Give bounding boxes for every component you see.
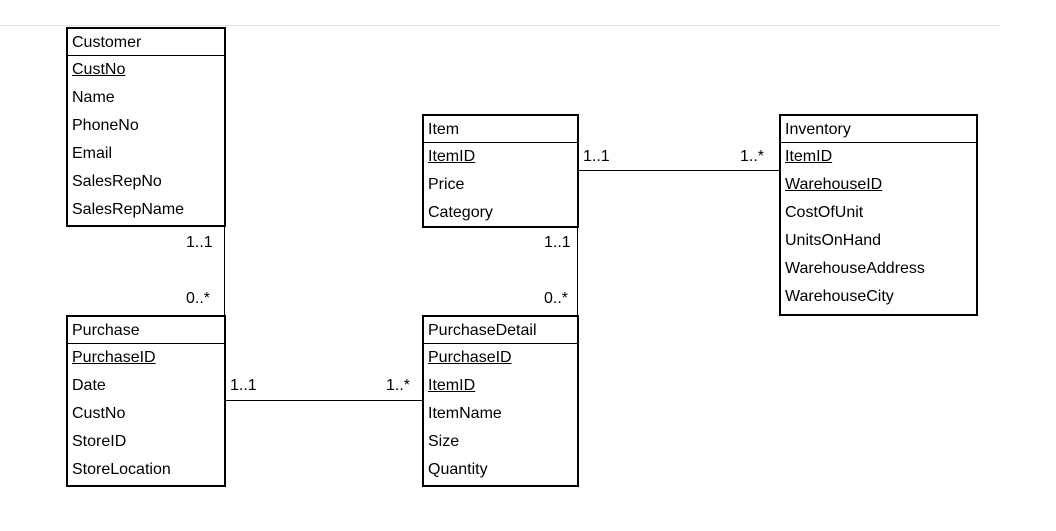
attribute-primary-key: PurchaseID [428, 349, 512, 366]
entity-inventory: Inventory ItemID WarehouseID CostOfUnit … [779, 114, 978, 316]
multiplicity-label: 1..1 [583, 148, 610, 165]
relationship-line-item-inventory [579, 170, 779, 171]
attribute: StoreLocation [72, 461, 171, 478]
attribute-primary-key: ItemID [785, 148, 833, 165]
attribute-primary-key: WarehouseID [785, 176, 883, 193]
attribute-primary-key: PurchaseID [72, 349, 156, 366]
relationship-line-customer-purchase [224, 227, 225, 315]
entity-purchase: Purchase PurchaseID Date CustNo StoreID … [66, 315, 226, 487]
attribute: StoreID [72, 433, 127, 450]
multiplicity-label: 1..* [386, 377, 411, 394]
multiplicity-label: 0..* [544, 290, 569, 307]
relationship-line-item-purchase-detail [577, 228, 578, 315]
attribute: WarehouseCity [785, 288, 894, 305]
attribute-primary-key: ItemID [428, 148, 476, 165]
attribute: UnitsOnHand [785, 232, 882, 249]
entity-purchase-detail: PurchaseDetail PurchaseID ItemID ItemNam… [422, 315, 579, 487]
attribute: Date [72, 377, 106, 394]
attribute: CustNo [72, 405, 126, 422]
attribute: ItemName [428, 405, 502, 422]
top-divider [0, 25, 1000, 26]
attribute-primary-key: ItemID [428, 377, 476, 394]
multiplicity-label: 1..1 [186, 234, 213, 251]
entity-item: Item ItemID Price Category [422, 114, 579, 228]
attribute: Category [428, 204, 493, 221]
entity-title: Item [424, 116, 577, 143]
entity-title: PurchaseDetail [424, 317, 577, 344]
multiplicity-label: 0..* [186, 290, 211, 307]
multiplicity-label: 1..1 [230, 377, 257, 394]
attribute: Name [72, 89, 115, 106]
attribute: PhoneNo [72, 117, 139, 134]
attribute: WarehouseAddress [785, 260, 925, 277]
entity-title: Purchase [68, 317, 224, 344]
attribute: SalesRepNo [72, 173, 162, 190]
entity-customer: Customer CustNo Name PhoneNo Email Sales… [66, 27, 226, 227]
entity-title: Customer [68, 29, 224, 56]
attribute-primary-key: CustNo [72, 61, 126, 78]
attribute: Price [428, 176, 465, 193]
attribute: SalesRepName [72, 201, 185, 218]
multiplicity-label: 1..1 [544, 234, 571, 251]
attribute: Quantity [428, 461, 488, 478]
attribute: Size [428, 433, 460, 450]
relationship-line-purchase-purchase-detail [226, 400, 422, 401]
multiplicity-label: 1..* [740, 148, 765, 165]
attribute: CostOfUnit [785, 204, 864, 221]
entity-title: Inventory [781, 116, 976, 143]
attribute: Email [72, 145, 113, 162]
